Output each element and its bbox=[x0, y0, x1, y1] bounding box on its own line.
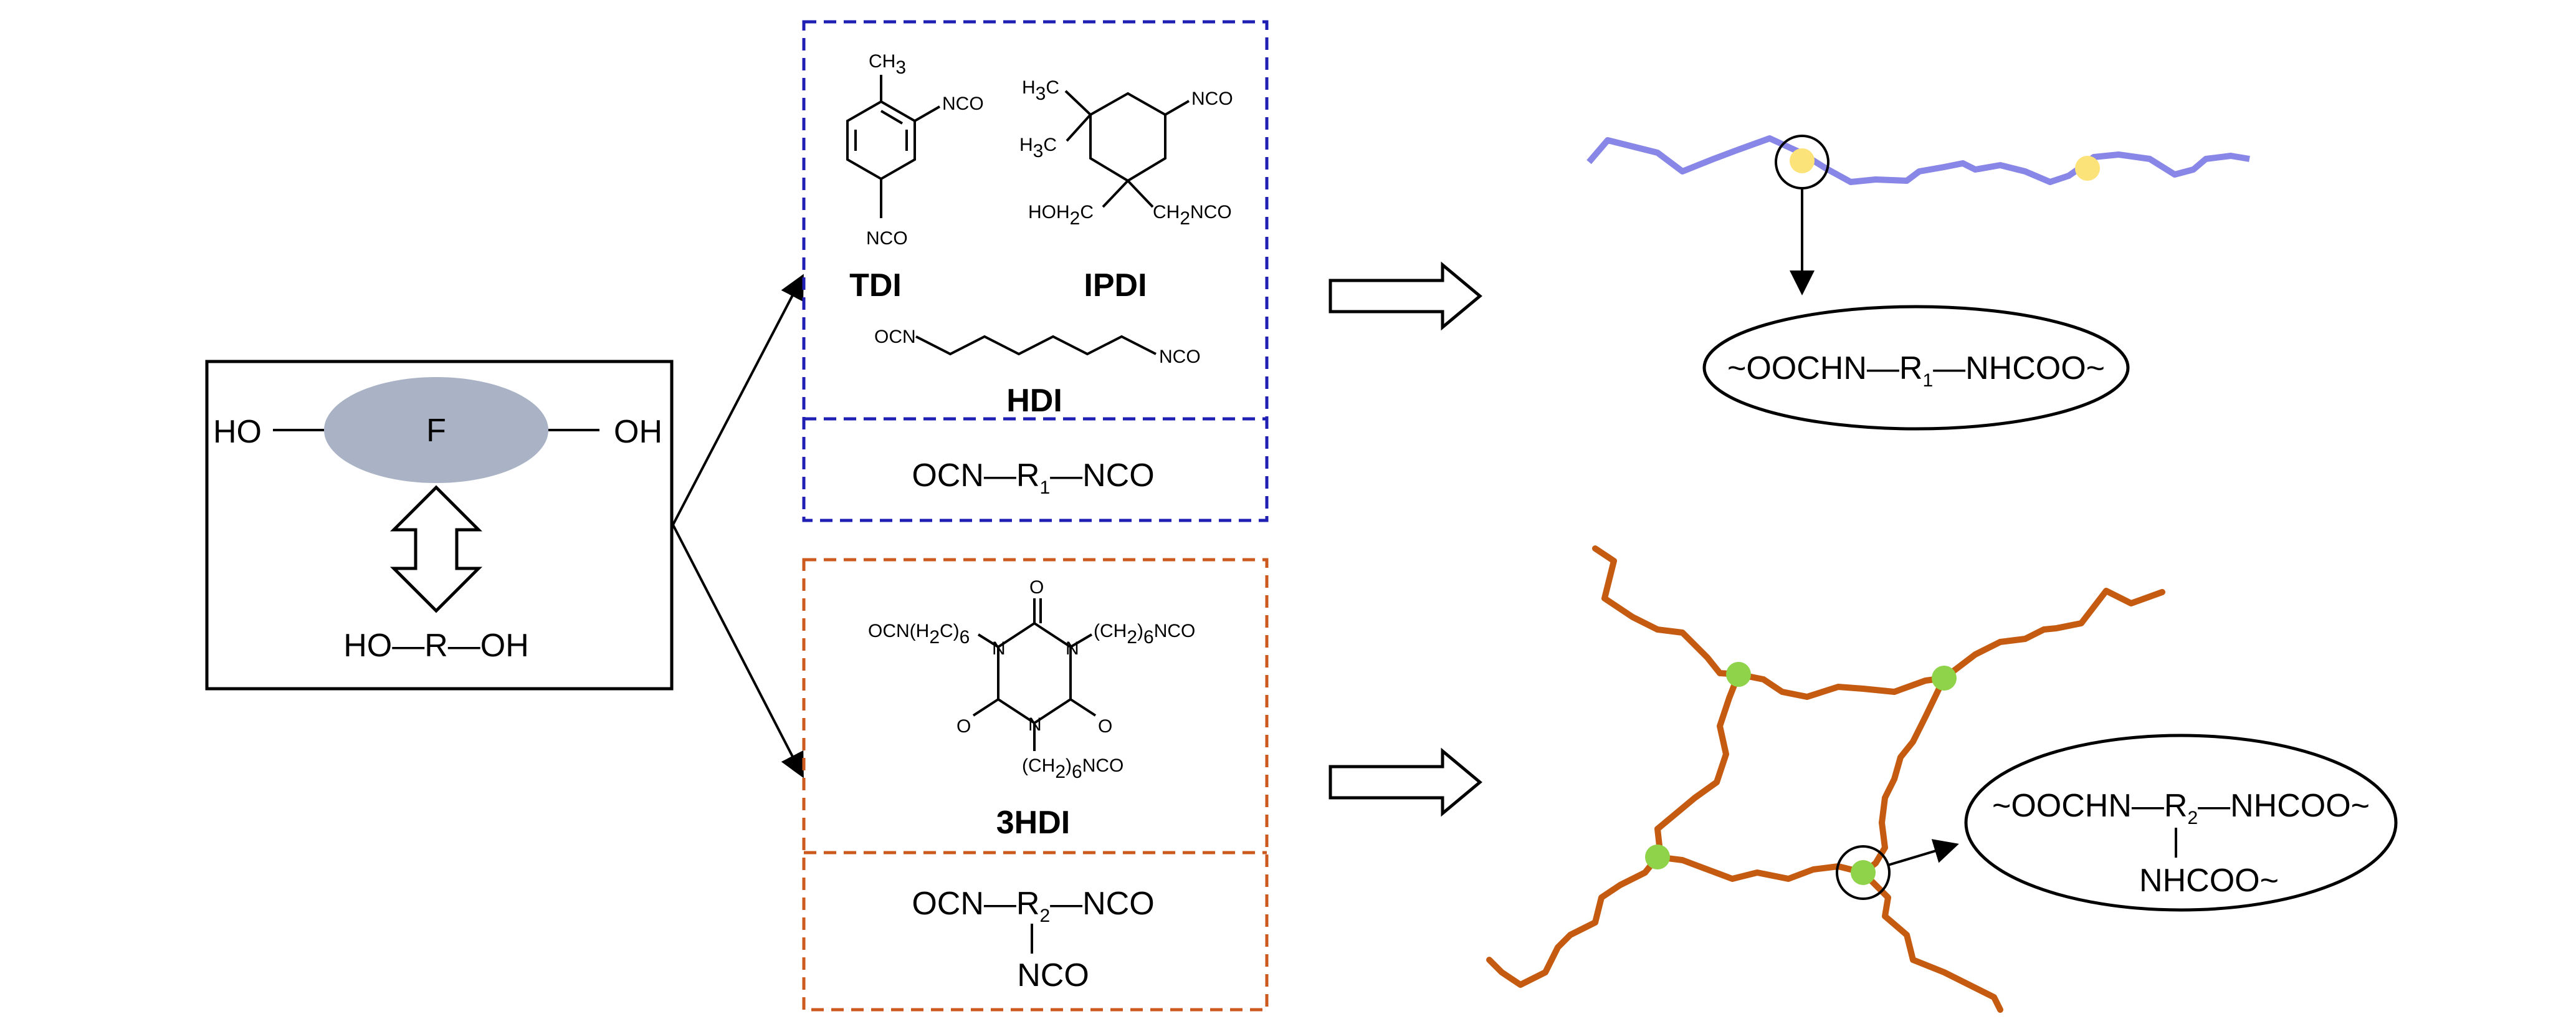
3hdi-o-left: O bbox=[956, 716, 971, 737]
hdi-name: HDI bbox=[1006, 383, 1062, 419]
crosslink-node bbox=[1645, 845, 1670, 869]
ipdi-structure: NCO H3C H3C HOH2C CH2NCO bbox=[1019, 77, 1233, 229]
tdi-nco-bottom-label: NCO bbox=[866, 228, 908, 249]
linear-chain bbox=[1586, 135, 2250, 185]
diisocyanate-box: CH3 NCO NCO TDI NCO H3C H3C HOH2C CH2NCO… bbox=[802, 20, 1269, 522]
arrow-to-diisocyanates bbox=[672, 274, 804, 525]
ho-left-label: HO bbox=[213, 414, 262, 450]
linear-linkage-bubble bbox=[1702, 305, 2130, 431]
urethane-node bbox=[1790, 148, 1815, 173]
oh-right-label: OH bbox=[614, 414, 662, 450]
3hdi-right-chain: (CH2)6NCO bbox=[1094, 621, 1195, 648]
hdi-ocn-label: OCN bbox=[874, 327, 916, 347]
diisocyanate-frame bbox=[802, 20, 1269, 522]
arrow-to-triisocyanate bbox=[672, 524, 804, 778]
diol-frame bbox=[205, 360, 674, 691]
3hdi-bottom-chain: (CH2)6NCO bbox=[1022, 755, 1123, 782]
triisocyanate-box: O O O N N N OCN(H2C)6 (CH2)6NCO (CH2)6NC… bbox=[802, 558, 1269, 1012]
crosslink-node bbox=[1726, 662, 1751, 687]
hdi-nco-label: NCO bbox=[1159, 347, 1201, 367]
svg-text:OCN—R2—NCO: OCN—R2—NCO bbox=[912, 886, 1154, 926]
crosslink-node bbox=[1851, 860, 1876, 885]
3hdi-name: 3HDI bbox=[996, 805, 1070, 841]
diol-box: F HO OH HO—R—OH bbox=[205, 360, 674, 691]
reaction-arrow-top-icon bbox=[1329, 261, 1482, 331]
equivalence-arrow-icon bbox=[389, 485, 483, 613]
ipdi-name: IPDI bbox=[1084, 267, 1147, 304]
generic-triisocyanate-formula: OCN—R2—NCO NCO bbox=[912, 886, 1154, 993]
generic-diisocyanate-formula: OCN—R1—NCO bbox=[912, 457, 1154, 498]
generic-diol-formula: HO—R—OH bbox=[343, 628, 529, 664]
network-branch-label: NHCOO~ bbox=[2139, 863, 2279, 899]
ipdi-nco-label: NCO bbox=[1191, 89, 1233, 109]
3hdi-structure: O O O N N N OCN(H2C)6 (CH2)6NCO (CH2)6NC… bbox=[868, 577, 1195, 782]
zoom-arrow bbox=[1887, 839, 1959, 866]
3hdi-n-left: N bbox=[992, 638, 1006, 659]
tdi-structure: CH3 NCO NCO bbox=[846, 51, 984, 249]
reaction-arrow-bottom-icon bbox=[1329, 747, 1482, 817]
network-polymer: ~OOCHN—R2—NHCOO~ NHCOO~ bbox=[1486, 545, 2398, 1013]
3hdi-o-top: O bbox=[1029, 577, 1044, 598]
svg-text:NCO: NCO bbox=[1017, 957, 1089, 993]
ipdi-ch2nco-label: CH2NCO bbox=[1153, 202, 1232, 229]
ipdi-h3c-bottom: H3C bbox=[1019, 135, 1057, 161]
hdi-structure: OCN NCO bbox=[874, 327, 1201, 367]
tdi-ch3-label: CH3 bbox=[869, 51, 906, 78]
urethane-node bbox=[2075, 156, 2100, 181]
3hdi-n-right: N bbox=[1066, 638, 1079, 659]
crosslink-node bbox=[1932, 666, 1957, 691]
ipdi-h3c-top: H3C bbox=[1022, 77, 1059, 104]
triisocyanate-frame bbox=[802, 558, 1269, 1012]
ipdi-hoh2c-label: HOH2C bbox=[1028, 202, 1094, 229]
network-linkage-formula: ~OOCHN—R2—NHCOO~ bbox=[1992, 788, 2370, 828]
linear-linkage-formula: ~OOCHN—R1—NHCOO~ bbox=[1727, 350, 2105, 391]
highlight-circle bbox=[1836, 845, 1891, 900]
f-ellipse bbox=[324, 377, 548, 483]
3hdi-n-bottom: N bbox=[1028, 714, 1042, 735]
network-linkage-bubble bbox=[1964, 734, 2398, 912]
3hdi-o-right: O bbox=[1098, 716, 1112, 737]
3hdi-left-chain: OCN(H2C)6 bbox=[868, 621, 970, 648]
f-label: F bbox=[426, 413, 446, 449]
linear-polymer: ~OOCHN—R1—NHCOO~ bbox=[1586, 135, 2250, 431]
tdi-name: TDI bbox=[849, 267, 902, 304]
tdi-nco-top-label: NCO bbox=[942, 93, 984, 114]
